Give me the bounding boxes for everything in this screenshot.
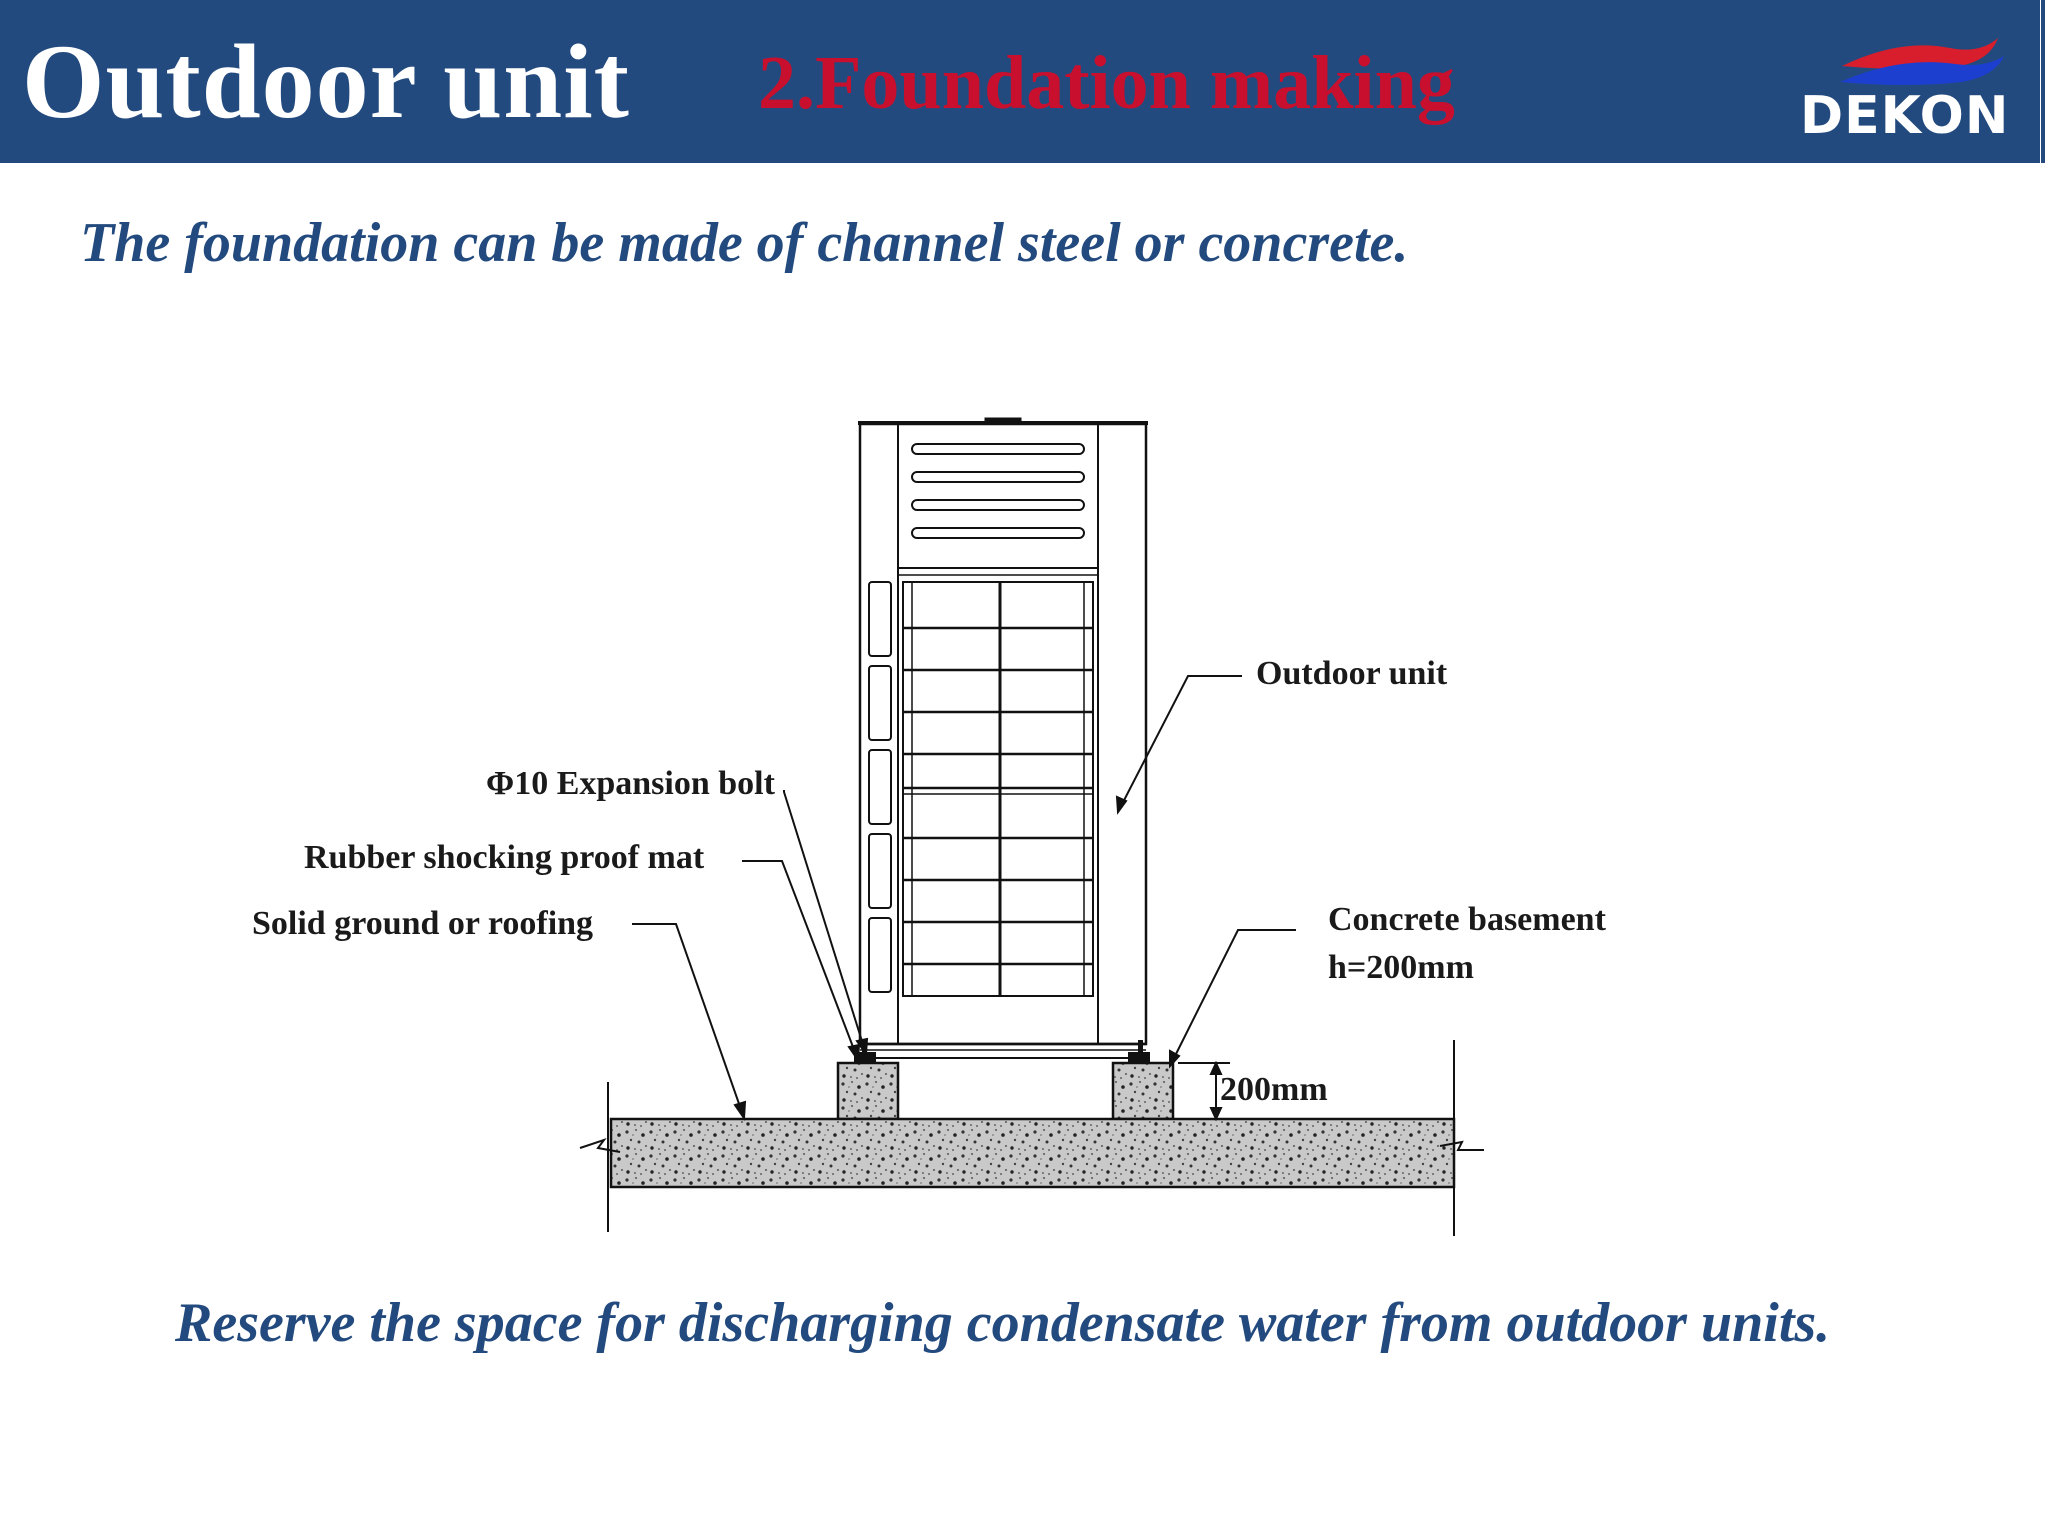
section-subtitle: 2.Foundation making [758, 41, 1455, 125]
label-concrete-basement: Concrete basement [1328, 901, 1607, 938]
label-dimension: 200mm [1220, 1071, 1328, 1108]
header-bar [0, 0, 2040, 163]
logo-text: DEKON [1800, 86, 2010, 146]
page-title: Outdoor unit [22, 23, 630, 140]
concrete-pedestal-right [1111, 1061, 1175, 1121]
footer-note: Reserve the space for discharging conden… [175, 1292, 1831, 1354]
label-outdoor-unit: Outdoor unit [1256, 655, 1448, 692]
label-solid-ground: Solid ground or roofing [252, 905, 593, 942]
label-expansion-bolt: Φ10 Expansion bolt [486, 765, 776, 802]
dekon-logo: DEKON [1790, 30, 2020, 146]
label-rubber-mat: Rubber shocking proof mat [304, 839, 705, 876]
header-edge [2040, 0, 2048, 163]
dimension-marker [1178, 1060, 1230, 1122]
outdoor-unit-drawing [858, 417, 1150, 1059]
ground-slab [609, 1117, 1456, 1189]
break-lines [579, 1040, 1484, 1236]
intro-text: The foundation can be made of channel st… [80, 212, 1409, 274]
logo-swoosh-icon [1840, 38, 2004, 85]
leader-lines [632, 675, 1296, 1121]
concrete-pedestal-left [836, 1061, 900, 1121]
label-basement-height: h=200mm [1328, 949, 1474, 986]
